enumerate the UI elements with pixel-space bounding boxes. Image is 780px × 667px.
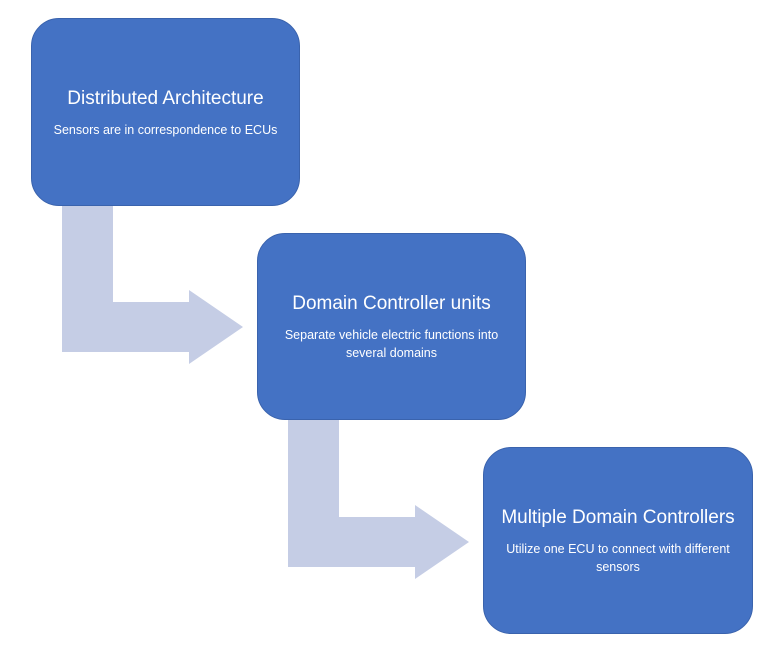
- step-description: Separate vehicle electric functions into…: [284, 328, 499, 360]
- bent-arrow-2: [288, 420, 469, 579]
- step-box-multiple-domain-controllers: Multiple Domain Controllers Utilize one …: [483, 447, 753, 634]
- step-title: Distributed Architecture: [67, 87, 264, 109]
- step-box-domain-controller-units: Domain Controller units Separate vehicle…: [257, 233, 526, 420]
- step-box-distributed-architecture: Distributed Architecture Sensors are in …: [31, 18, 300, 206]
- step-description: Sensors are in correspondence to ECUs: [53, 122, 278, 137]
- step-description: Utilize one ECU to connect with differen…: [506, 542, 730, 574]
- step-title: Multiple Domain Controllers: [501, 507, 735, 528]
- step-title: Domain Controller units: [292, 293, 491, 314]
- bent-arrow-1: [62, 206, 243, 364]
